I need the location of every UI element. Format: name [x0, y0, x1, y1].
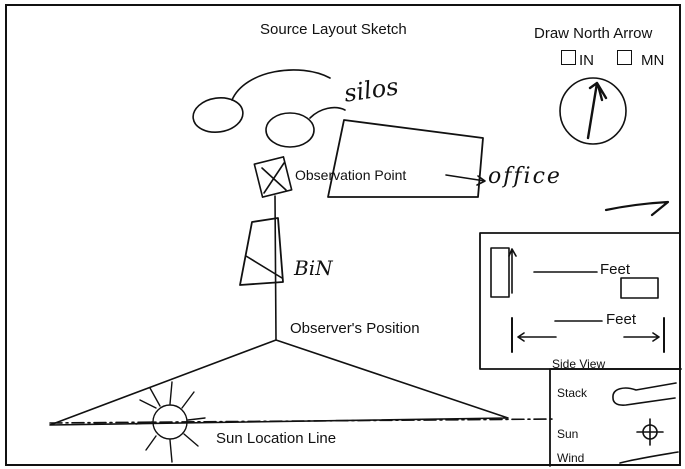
wind-stroke: [604, 200, 670, 217]
observation-point-marker: [253, 156, 293, 198]
north-arrow-label: Draw North Arrow: [534, 25, 653, 42]
mn-label: MN: [641, 52, 665, 69]
silos-pointer: [231, 69, 331, 101]
sun-sketch: [135, 381, 206, 463]
wind-icon: [619, 451, 679, 464]
sun-location-line: [49, 418, 556, 424]
sight-line: [274, 195, 277, 341]
side-view-feet-vertical: Feet: [600, 261, 631, 278]
silo-left-shape: [192, 97, 244, 133]
legend-box: [549, 368, 682, 467]
office-shape: [327, 119, 484, 198]
legend-sun-label: Sun: [557, 427, 579, 441]
in-label: IN: [579, 52, 594, 69]
north-arrow-circle: [559, 77, 627, 145]
side-view-feet-horizontal: Feet: [606, 311, 637, 328]
bin-note: BiN: [294, 256, 333, 280]
office-pointer: [445, 174, 486, 186]
observer-triangle: [49, 339, 509, 426]
sun-icon: [636, 418, 664, 446]
bin-shape: [239, 217, 284, 286]
observers-position-label: Observer's Position: [290, 320, 420, 337]
legend-stack-label: Stack: [557, 386, 588, 400]
north-arrow: [586, 81, 608, 140]
office-note: office: [488, 164, 562, 189]
page-title: Source Layout Sketch: [260, 21, 407, 38]
side-view-label: Side View: [552, 357, 606, 371]
mn-checkbox[interactable]: [617, 50, 632, 65]
observation-point-label: Observation Point: [295, 167, 407, 183]
silos-note: silos: [342, 72, 401, 108]
legend-wind-label: Wind: [557, 451, 585, 465]
sun-location-line-label: Sun Location Line: [216, 430, 337, 447]
silo-right-shape: [265, 112, 315, 148]
stack-icon: [612, 382, 677, 406]
in-checkbox[interactable]: [561, 50, 576, 65]
